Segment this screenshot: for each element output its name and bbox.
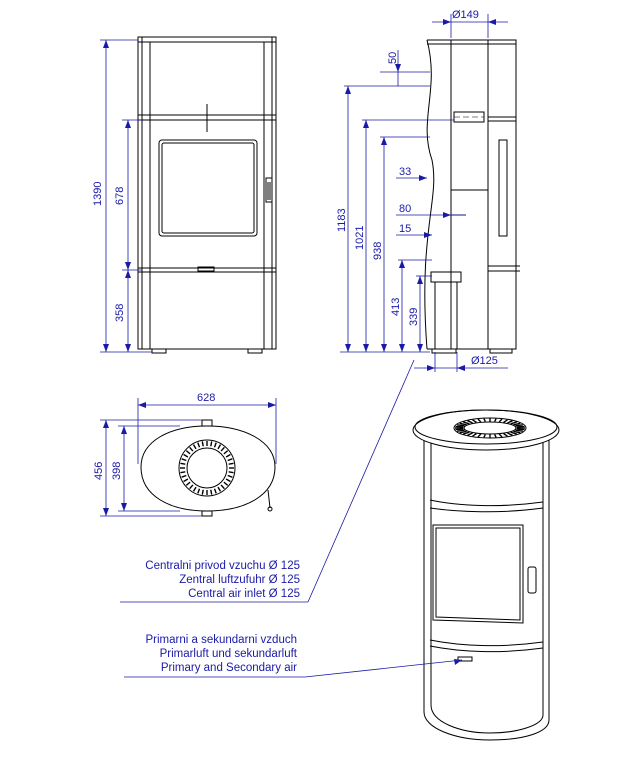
vent-slot — [513, 430, 521, 434]
vent-slot — [189, 484, 194, 490]
perspective-view — [412, 409, 560, 741]
iso-air-grille — [455, 418, 525, 438]
dim-938: 938 — [372, 242, 384, 260]
vent-slot — [192, 444, 197, 450]
vent-slot — [513, 422, 521, 426]
vent-slot — [477, 433, 482, 438]
vent-slot — [192, 486, 197, 492]
vent-slot — [503, 433, 508, 437]
dim-358: 358 — [114, 304, 126, 322]
vent-slot — [510, 421, 518, 425]
dim-flue-149: Ø149 — [452, 9, 479, 21]
vent-slot — [180, 471, 186, 474]
vent-slot — [183, 478, 189, 483]
vent-slot — [201, 441, 204, 447]
dim-33: 33 — [399, 166, 411, 178]
front-dimensions: 1390 678 358 — [92, 39, 152, 353]
vent-slot — [185, 481, 191, 486]
vent-slot — [472, 419, 477, 423]
vent-slot — [223, 481, 229, 486]
vent-slot — [467, 420, 473, 424]
vent-slot — [201, 489, 204, 495]
vent-slot — [467, 432, 473, 436]
vent-slot — [483, 434, 486, 438]
vent-slot — [210, 441, 213, 447]
vent-slot — [220, 446, 225, 452]
vent-slot — [494, 434, 497, 438]
side-view — [424, 39, 520, 354]
vent-slot — [217, 486, 222, 492]
dim-50: 50 — [387, 52, 399, 64]
vent-slot — [181, 458, 187, 462]
vent-slot — [181, 474, 187, 478]
vent-slot — [459, 430, 467, 434]
dim-1183: 1183 — [336, 208, 348, 232]
vent-slot — [494, 418, 497, 422]
dim-inlet-125: Ø125 — [471, 355, 498, 367]
vent-slot — [459, 422, 467, 426]
dim-413: 413 — [390, 298, 402, 316]
vent-slot — [483, 418, 486, 422]
vent-slot — [223, 450, 229, 455]
vent-slot — [189, 446, 194, 452]
vent-slot — [185, 450, 191, 455]
vent-slot — [515, 424, 523, 427]
top-air-grille — [180, 441, 234, 495]
side-dimensions: Ø149 50 1183 1021 938 413 339 — [336, 9, 508, 372]
vent-slot — [507, 420, 513, 424]
top-dimensions: 628 456 398 — [93, 392, 277, 517]
front-view — [137, 36, 277, 354]
vent-slot — [515, 429, 523, 432]
top-view — [140, 419, 276, 517]
vent-slot — [220, 484, 225, 490]
legend-central-cz: Centralni privod vzuchu Ø 125 — [145, 560, 300, 572]
legend-primary-en: Primary and Secondary air — [161, 662, 297, 674]
legend-primary-air: Primarni a sekundarni vzduch Primarluft … — [124, 634, 463, 678]
vent-slot — [217, 444, 222, 450]
dim-456: 456 — [93, 462, 105, 480]
legend-central-air: Centralni privod vzuchu Ø 125 Zentral lu… — [120, 359, 415, 603]
vent-slot — [462, 421, 470, 425]
vent-slot — [180, 462, 186, 465]
vent-slot — [210, 489, 213, 495]
vent-slot — [472, 433, 477, 437]
vent-slot — [197, 442, 201, 448]
vent-slot — [227, 458, 233, 462]
legend-primary-de: Primarluft und sekundarluft — [160, 648, 298, 660]
vent-slot — [516, 428, 525, 431]
vent-slot — [457, 424, 465, 427]
dim-398: 398 — [111, 462, 123, 480]
dim-678: 678 — [114, 187, 126, 205]
vent-slot — [507, 432, 513, 436]
vent-slot — [455, 428, 464, 431]
dim-1390: 1390 — [92, 182, 104, 206]
vent-slot — [477, 418, 482, 423]
vent-slot — [183, 453, 189, 458]
vent-slot — [213, 442, 217, 448]
vent-slot — [503, 419, 508, 423]
vent-slot — [498, 433, 503, 438]
vent-slot — [213, 488, 217, 494]
vent-slot — [516, 425, 525, 428]
vent-slot — [228, 462, 234, 465]
vent-slot — [498, 418, 503, 423]
legend-primary-cz: Primarni a sekundarni vzduch — [146, 634, 298, 646]
vent-slot — [457, 429, 465, 432]
dim-80: 80 — [399, 203, 411, 215]
legend-central-de: Zentral luftzufuhr Ø 125 — [179, 574, 300, 586]
vent-slot — [197, 488, 201, 494]
vent-slot — [228, 471, 234, 474]
dim-339: 339 — [408, 308, 420, 326]
dim-628: 628 — [197, 392, 215, 404]
vent-slot — [462, 431, 470, 435]
vent-slot — [227, 474, 233, 478]
dim-1021: 1021 — [354, 226, 366, 250]
vent-slot — [225, 478, 231, 483]
legend-central-en: Central air inlet Ø 125 — [188, 588, 300, 600]
vent-slot — [455, 425, 464, 428]
dim-15: 15 — [399, 223, 411, 235]
vent-slot — [225, 453, 231, 458]
vent-slot — [510, 431, 518, 435]
